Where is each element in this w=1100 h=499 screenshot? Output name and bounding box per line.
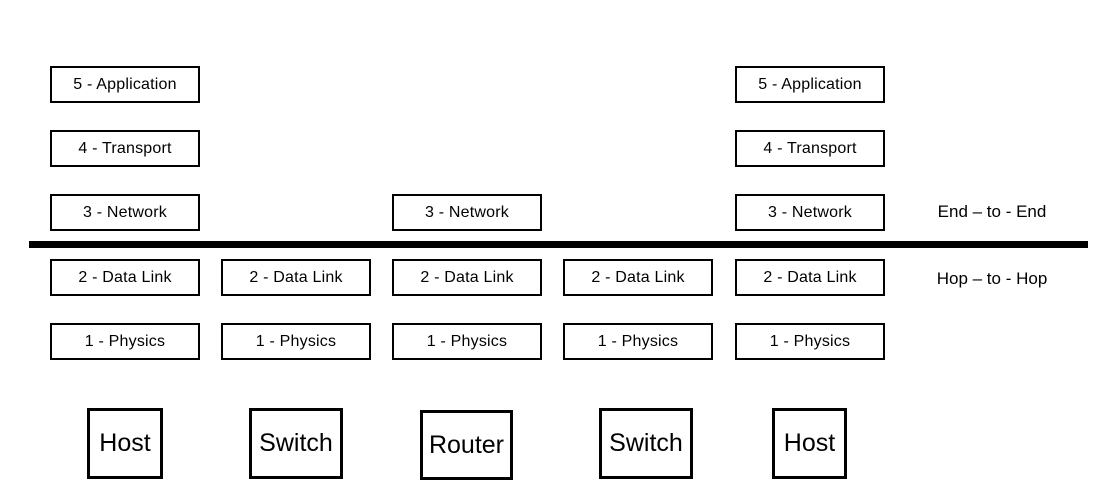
layer-box-host-left-transport: 4 - Transport — [50, 130, 200, 167]
layer-box-host-right-application: 5 - Application — [735, 66, 885, 103]
layer-box-router-network: 3 - Network — [392, 194, 542, 231]
layer-box-host-right-network: 3 - Network — [735, 194, 885, 231]
layer-box-switch-left-physics: 1 - Physics — [221, 323, 371, 360]
device-box-switch-left: Switch — [249, 408, 343, 479]
layer-box-switch-right-datalink: 2 - Data Link — [563, 259, 713, 296]
layer-box-host-left-physics: 1 - Physics — [50, 323, 200, 360]
device-box-host-right: Host — [772, 408, 847, 479]
device-box-switch-right: Switch — [599, 408, 693, 479]
end-hop-boundary-line — [29, 241, 1088, 248]
layer-box-host-left-datalink: 2 - Data Link — [50, 259, 200, 296]
end-to-end-label: End – to - End — [937, 202, 1047, 221]
layer-box-host-right-physics: 1 - Physics — [735, 323, 885, 360]
layer-box-switch-right-physics: 1 - Physics — [563, 323, 713, 360]
layer-box-host-right-datalink: 2 - Data Link — [735, 259, 885, 296]
layer-box-host-right-transport: 4 - Transport — [735, 130, 885, 167]
layer-box-host-left-network: 3 - Network — [50, 194, 200, 231]
device-box-host-left: Host — [87, 408, 163, 479]
layer-box-host-left-application: 5 - Application — [50, 66, 200, 103]
hop-to-hop-label: Hop – to - Hop — [936, 269, 1048, 288]
device-box-router: Router — [420, 410, 513, 480]
layer-box-router-physics: 1 - Physics — [392, 323, 542, 360]
layer-box-router-datalink: 2 - Data Link — [392, 259, 542, 296]
layer-box-switch-left-datalink: 2 - Data Link — [221, 259, 371, 296]
